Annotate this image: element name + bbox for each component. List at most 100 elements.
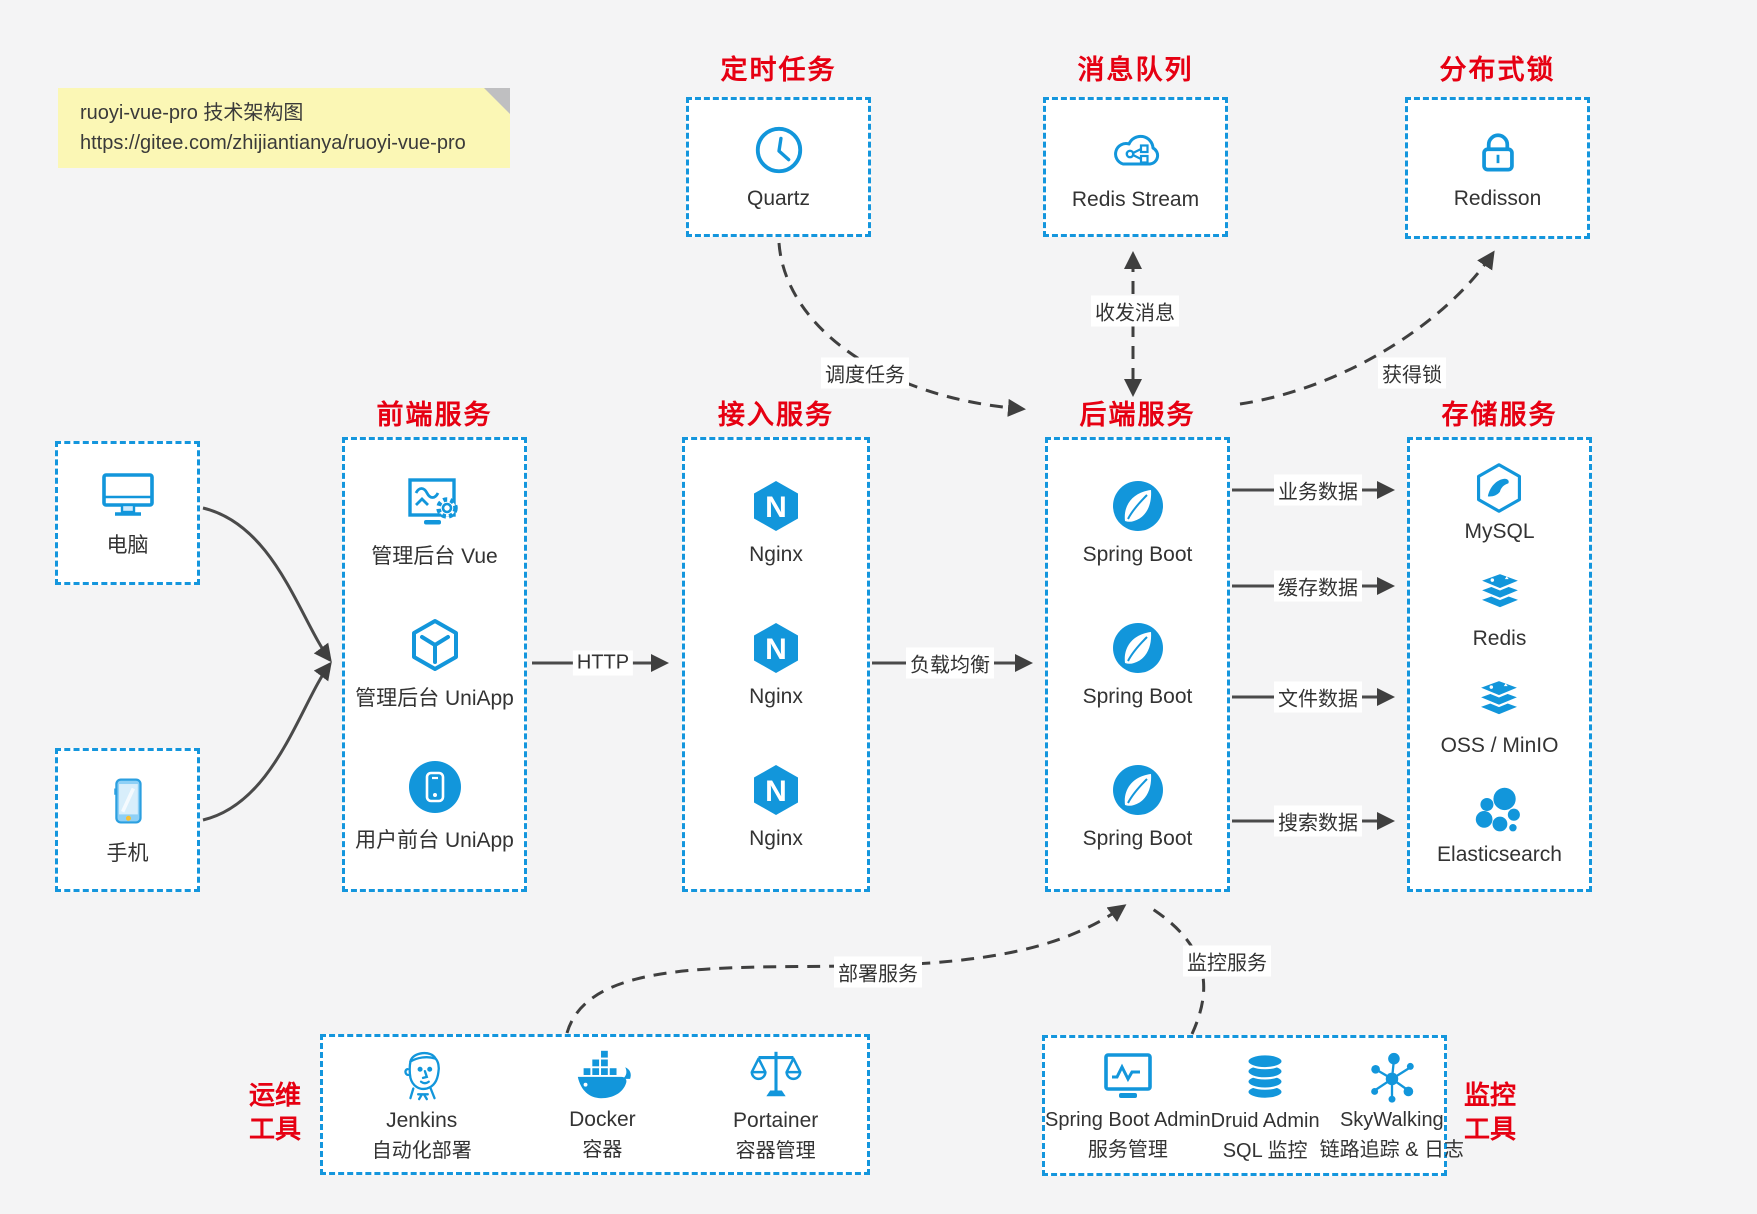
node-admin-uniapp: 管理后台 UniApp bbox=[355, 617, 514, 712]
group-gateway: N Nginx N Nginx N Nginx bbox=[682, 437, 870, 892]
node-redisson: Redisson bbox=[1453, 126, 1542, 211]
group-backend: Spring Boot Spring Boot Spring Boot bbox=[1045, 437, 1230, 892]
node-quartz: Quartz bbox=[747, 124, 810, 211]
group-title-frontend: 前端服务 bbox=[376, 400, 493, 430]
edge-label-deploy: 部署服务 bbox=[834, 956, 922, 988]
node-label: Portainer bbox=[733, 1109, 819, 1132]
group-frontend: 管理后台 Vue 管理后台 UniApp 用户前台 UniApp bbox=[342, 437, 527, 892]
node-user-uniapp: 用户前台 UniApp bbox=[355, 759, 514, 854]
docker-icon bbox=[572, 1047, 632, 1103]
ops-label-line2: 工具 bbox=[248, 1114, 301, 1144]
node-skywalking: SkyWalking 链路追踪 & 日志 bbox=[1320, 1050, 1464, 1162]
node-oss-minio: OSS / MinIO bbox=[1440, 678, 1559, 758]
client-desktop: 电脑 bbox=[55, 441, 200, 585]
sticky-note: ruoyi-vue-pro 技术架构图 https://gitee.com/zh… bbox=[58, 88, 510, 168]
node-desc: 容器管理 bbox=[735, 1140, 816, 1162]
monitor-label-line2: 工具 bbox=[1463, 1114, 1516, 1144]
desktop-icon bbox=[99, 468, 157, 520]
node-label: 管理后台 UniApp bbox=[355, 686, 514, 710]
node-label: Redis bbox=[1472, 626, 1527, 650]
spring-boot-icon bbox=[1110, 620, 1166, 676]
spring-boot-icon bbox=[1110, 762, 1166, 818]
node-label: 用户前台 UniApp bbox=[355, 828, 514, 852]
node-label: 管理后台 Vue bbox=[371, 545, 498, 569]
svg-text:N: N bbox=[765, 491, 787, 524]
node-spring-boot-2: Spring Boot bbox=[1082, 620, 1193, 709]
group-monitor-tools: Spring Boot Admin 服务管理 Druid Admin SQL 监… bbox=[1042, 1035, 1464, 1176]
node-label: OSS / MinIO bbox=[1440, 734, 1559, 758]
lock-icon bbox=[1472, 126, 1524, 178]
monitor-tools-side-label: 监控 工具 bbox=[1455, 1078, 1525, 1146]
node-docker: Docker 容器 bbox=[569, 1047, 636, 1162]
edge-label-file-data: 文件数据 bbox=[1274, 681, 1362, 713]
oss-minio-icon bbox=[1472, 678, 1526, 728]
node-label: MySQL bbox=[1464, 519, 1535, 543]
group-title-gateway: 接入服务 bbox=[718, 400, 834, 430]
spring-boot-admin-icon bbox=[1100, 1050, 1156, 1104]
node-druid-admin: Druid Admin SQL 监控 bbox=[1211, 1049, 1320, 1163]
node-label: Quartz bbox=[746, 186, 811, 210]
node-desktop: 电脑 bbox=[99, 468, 157, 559]
portainer-icon bbox=[748, 1046, 804, 1104]
node-jenkins: Jenkins 自动化部署 bbox=[372, 1046, 472, 1163]
node-portainer: Portainer 容器管理 bbox=[733, 1046, 818, 1163]
group-title-message-queue: 消息队列 bbox=[1077, 55, 1194, 85]
edge-label-cache-data: 缓存数据 bbox=[1274, 570, 1362, 602]
group-distributed-lock: Redisson bbox=[1405, 97, 1590, 239]
node-label: Elasticsearch bbox=[1437, 843, 1562, 867]
clock-icon bbox=[752, 124, 806, 178]
node-nginx-3: N Nginx bbox=[748, 762, 804, 851]
node-redis: Redis bbox=[1473, 571, 1527, 651]
node-label: Redis Stream bbox=[1071, 187, 1200, 211]
node-spring-boot-1: Spring Boot bbox=[1083, 478, 1192, 567]
edge-desktop-to-frontend bbox=[202, 506, 332, 663]
group-scheduled-task: Quartz bbox=[686, 97, 871, 237]
node-label: Nginx bbox=[749, 826, 803, 850]
jenkins-icon bbox=[395, 1046, 449, 1104]
edge-label-search-data: 搜索数据 bbox=[1274, 805, 1362, 837]
node-admin-vue: 管理后台 Vue bbox=[371, 475, 498, 570]
edge-label-messaging: 收发消息 bbox=[1091, 295, 1179, 327]
client-mobile: 手机 bbox=[55, 748, 200, 892]
ops-tools-side-label: 运维 工具 bbox=[240, 1078, 310, 1146]
node-desc: 容器 bbox=[582, 1139, 623, 1161]
note-title: ruoyi-vue-pro 技术架构图 bbox=[80, 102, 304, 124]
spring-boot-icon bbox=[1110, 478, 1166, 534]
node-desc: 服务管理 bbox=[1087, 1138, 1168, 1161]
node-desc: SQL 监控 bbox=[1222, 1139, 1308, 1162]
node-nginx-2: N Nginx bbox=[748, 620, 804, 709]
nginx-icon: N bbox=[748, 620, 804, 676]
node-label: Redisson bbox=[1453, 186, 1542, 210]
group-title-scheduled-task: 定时任务 bbox=[720, 55, 837, 85]
node-mobile: 手机 bbox=[103, 774, 153, 867]
node-label: Spring Boot bbox=[1082, 826, 1193, 850]
edge-mobile-to-frontend bbox=[202, 661, 332, 822]
node-label: 手机 bbox=[106, 841, 149, 865]
node-label: 电脑 bbox=[106, 533, 149, 557]
admin-vue-icon bbox=[404, 475, 464, 531]
node-label: Spring Boot Admin bbox=[1045, 1108, 1211, 1131]
node-label: Docker bbox=[569, 1108, 636, 1131]
edge-label-load-balance: 负载均衡 bbox=[906, 647, 994, 679]
edge-label-monitor: 监控服务 bbox=[1183, 945, 1271, 977]
uniapp-cube-icon bbox=[407, 617, 463, 673]
monitor-label-line1: 监控 bbox=[1463, 1080, 1516, 1110]
node-nginx-1: N Nginx bbox=[748, 478, 804, 567]
node-label: Spring Boot bbox=[1082, 684, 1193, 708]
node-spring-boot-admin: Spring Boot Admin 服务管理 bbox=[1045, 1050, 1211, 1162]
svg-text:N: N bbox=[765, 633, 787, 666]
cloud-mq-icon bbox=[1108, 123, 1164, 179]
ops-label-line1: 运维 bbox=[248, 1080, 301, 1110]
nginx-icon: N bbox=[748, 762, 804, 818]
node-label: Nginx bbox=[749, 543, 803, 567]
group-message-queue: Redis Stream bbox=[1043, 97, 1228, 237]
group-title-distributed-lock: 分布式锁 bbox=[1439, 55, 1556, 85]
node-elasticsearch: Elasticsearch bbox=[1437, 785, 1562, 867]
user-uniapp-icon bbox=[407, 759, 463, 815]
edge-label-business-data: 业务数据 bbox=[1274, 474, 1362, 506]
edge-acquire-lock bbox=[1239, 250, 1495, 406]
group-title-backend: 后端服务 bbox=[1079, 400, 1196, 430]
group-ops-tools: Jenkins 自动化部署 Docker 容器 bbox=[320, 1034, 870, 1175]
mysql-icon bbox=[1473, 462, 1525, 514]
